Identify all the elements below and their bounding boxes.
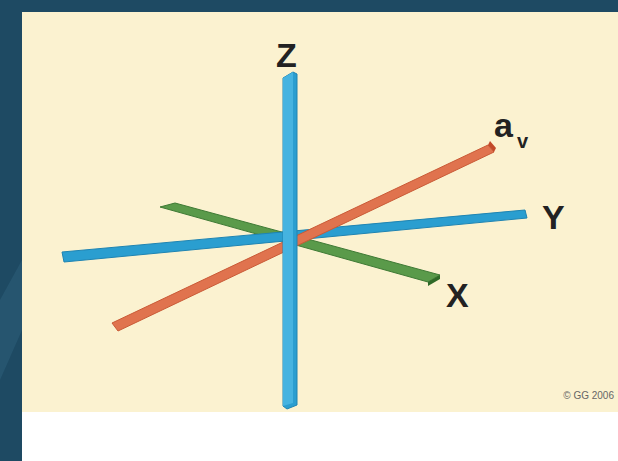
axis-subscript: v bbox=[517, 131, 528, 151]
z-axis-face bbox=[283, 72, 293, 406]
copyright-note: © GG 2006 bbox=[563, 391, 614, 401]
side-band-shade bbox=[0, 260, 22, 380]
side-band bbox=[0, 0, 22, 461]
beige-panel bbox=[22, 12, 618, 412]
x-axis-edge bbox=[428, 275, 440, 286]
axis-label: Y bbox=[542, 200, 565, 234]
axis-label: a bbox=[494, 108, 513, 142]
top-band bbox=[0, 0, 618, 12]
av-axis-bar bbox=[112, 145, 494, 331]
av-axis-tip bbox=[488, 141, 496, 152]
axis-label: X bbox=[446, 278, 469, 312]
z-axis-bar bbox=[283, 72, 297, 409]
axis-label: Z bbox=[276, 38, 297, 72]
